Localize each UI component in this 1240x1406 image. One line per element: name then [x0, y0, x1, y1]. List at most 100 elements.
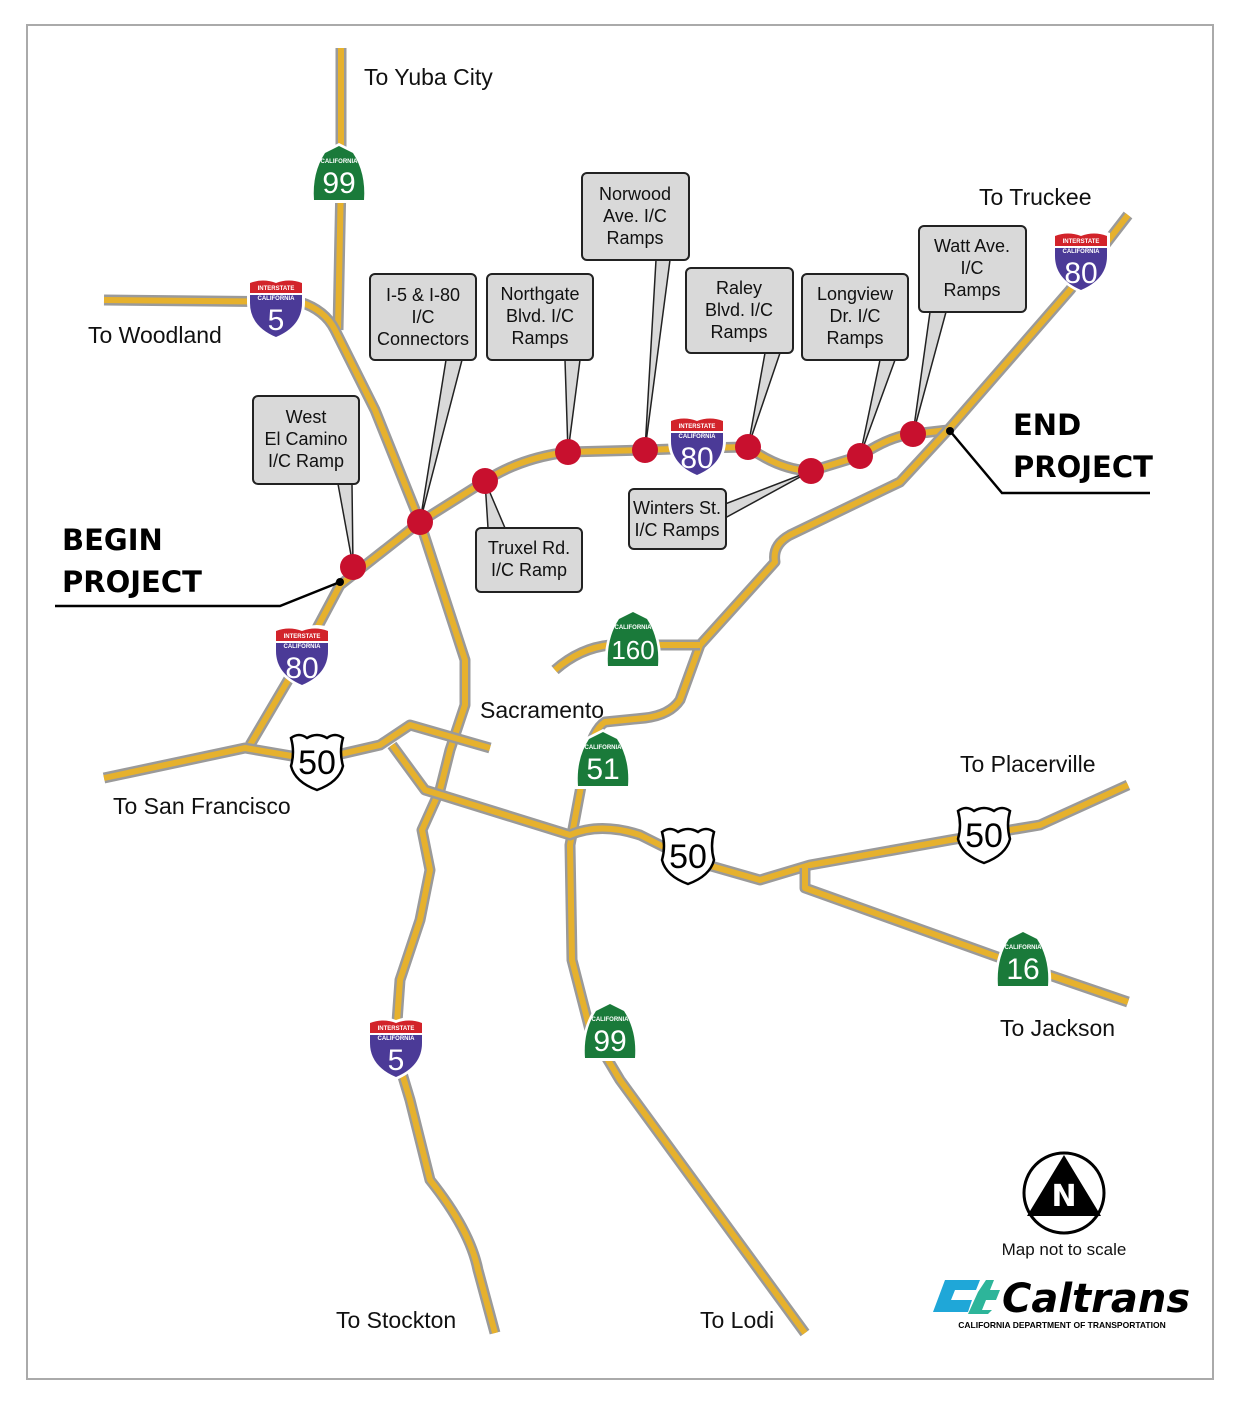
label-stockton: To Stockton	[336, 1307, 456, 1333]
svg-text:CALIFORNIA: CALIFORNIA	[258, 296, 296, 302]
svg-text:I/C: I/C	[960, 258, 983, 278]
svg-text:CALIFORNIA: CALIFORNIA	[1063, 249, 1101, 255]
svg-text:CALIFORNIA DEPARTMENT OF TRANS: CALIFORNIA DEPARTMENT OF TRANSPORTATION	[958, 1320, 1165, 1330]
sr16	[799, 868, 1130, 1008]
label-san-francisco: To San Francisco	[113, 793, 291, 819]
label-yuba-city: To Yuba City	[364, 64, 493, 90]
svg-text:CALIFORNIA: CALIFORNIA	[378, 1036, 416, 1042]
svg-text:INTERSTATE: INTERSTATE	[258, 286, 295, 292]
callout-winters: Winters St.I/C Ramps	[628, 488, 727, 550]
label-lodi: To Lodi	[700, 1307, 774, 1333]
svg-text:INTERSTATE: INTERSTATE	[679, 424, 716, 430]
map-frame	[26, 24, 1214, 1380]
svg-text:5: 5	[388, 1044, 405, 1077]
svg-text:51: 51	[586, 753, 619, 786]
svg-text:99: 99	[593, 1025, 626, 1058]
us50	[102, 719, 1131, 886]
label-placerville: To Placerville	[960, 751, 1096, 777]
sr99-shield-north: CALIFORNIA 99	[310, 143, 368, 203]
svg-text:5: 5	[268, 304, 285, 337]
interchange-dot[interactable]	[472, 468, 498, 494]
svg-text:Northgate: Northgate	[500, 284, 579, 304]
interchange-dot[interactable]	[735, 434, 761, 460]
i5-shield-north: INTERSTATE CALIFORNIA 5	[247, 277, 305, 340]
label-woodland: To Woodland	[88, 322, 222, 348]
svg-text:PROJECT: PROJECT	[1013, 450, 1153, 484]
svg-text:N: N	[1051, 1179, 1076, 1214]
svg-text:99: 99	[322, 167, 355, 200]
svg-text:Ramps: Ramps	[606, 228, 663, 248]
svg-text:Longview: Longview	[817, 284, 894, 304]
i5-shield-south: INTERSTATE CALIFORNIA 5	[367, 1017, 425, 1080]
svg-text:Ramps: Ramps	[826, 328, 883, 348]
svg-text:I/C Ramps: I/C Ramps	[634, 520, 719, 540]
begin-project: BEGIN PROJECT	[55, 523, 344, 608]
svg-text:50: 50	[965, 817, 1003, 855]
svg-text:Ramps: Ramps	[943, 280, 1000, 300]
scale-note: Map not to scale	[1002, 1240, 1127, 1259]
svg-text:50: 50	[298, 744, 336, 782]
svg-text:Ramps: Ramps	[710, 322, 767, 342]
svg-text:CALIFORNIA: CALIFORNIA	[679, 434, 717, 440]
svg-text:80: 80	[680, 442, 713, 475]
svg-text:Winters St.: Winters St.	[633, 498, 721, 518]
svg-text:INTERSTATE: INTERSTATE	[1063, 239, 1100, 245]
svg-text:50: 50	[669, 838, 707, 876]
svg-text:Caltrans: Caltrans	[1002, 1276, 1190, 1322]
svg-text:Blvd. I/C: Blvd. I/C	[705, 300, 773, 320]
svg-text:El Camino: El Camino	[264, 429, 347, 449]
label-jackson: To Jackson	[1000, 1015, 1115, 1041]
svg-text:Watt Ave.: Watt Ave.	[934, 236, 1010, 256]
interchange-dot[interactable]	[555, 439, 581, 465]
svg-text:CALIFORNIA: CALIFORNIA	[321, 159, 359, 165]
sr16-shield: CALIFORNIA 16	[994, 929, 1052, 989]
interchange-dot[interactable]	[407, 509, 433, 535]
interchange-dot[interactable]	[900, 421, 926, 447]
interchange-markers	[340, 421, 926, 580]
svg-text:CALIFORNIA: CALIFORNIA	[585, 745, 623, 751]
svg-text:80: 80	[285, 652, 318, 685]
svg-text:Connectors: Connectors	[377, 329, 469, 349]
label-sacramento: Sacramento	[480, 697, 604, 723]
svg-text:I-5 & I-80: I-5 & I-80	[386, 285, 460, 305]
svg-text:160: 160	[611, 635, 654, 665]
caltrans-logo: Caltrans CALIFORNIA DEPARTMENT OF TRANSP…	[933, 1276, 1190, 1330]
svg-text:INTERSTATE: INTERSTATE	[378, 1026, 415, 1032]
interchange-dot[interactable]	[340, 554, 366, 580]
svg-text:CALIFORNIA: CALIFORNIA	[284, 644, 322, 650]
svg-text:16: 16	[1006, 953, 1039, 986]
svg-text:CALIFORNIA: CALIFORNIA	[615, 625, 653, 631]
svg-text:Dr. I/C: Dr. I/C	[829, 306, 880, 326]
svg-text:I/C: I/C	[411, 307, 434, 327]
svg-text:BEGIN: BEGIN	[62, 523, 163, 557]
label-truckee: To Truckee	[979, 184, 1092, 210]
svg-text:I/C Ramp: I/C Ramp	[268, 451, 344, 471]
us50-shield-east: 50	[956, 806, 1012, 865]
svg-text:I/C Ramp: I/C Ramp	[491, 560, 567, 580]
svg-text:Ave. I/C: Ave. I/C	[603, 206, 667, 226]
interchange-dot[interactable]	[798, 458, 824, 484]
callout-truxel: Truxel Rd.I/C Ramp	[475, 527, 583, 593]
sr160-shield: CALIFORNIA 160	[604, 609, 662, 669]
interchange-dot[interactable]	[632, 437, 658, 463]
svg-text:CALIFORNIA: CALIFORNIA	[1005, 945, 1043, 951]
i5	[103, 294, 501, 1335]
i80-shield-center: INTERSTATE CALIFORNIA 80	[668, 415, 726, 478]
sr51-shield: CALIFORNIA 51	[574, 729, 632, 789]
svg-text:West: West	[286, 407, 327, 427]
svg-text:PROJECT: PROJECT	[62, 565, 202, 599]
end-project: END PROJECT	[946, 408, 1153, 495]
interchange-dot[interactable]	[847, 443, 873, 469]
us50-shield-center: 50	[660, 827, 716, 886]
